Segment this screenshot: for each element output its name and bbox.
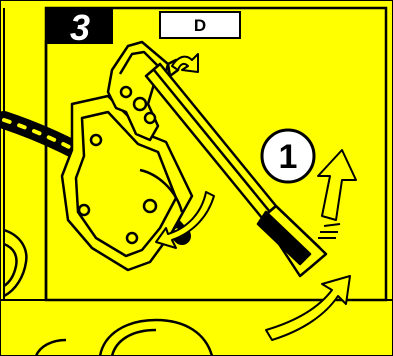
step-number: 3 (70, 7, 90, 48)
step-badge: 3 (47, 7, 113, 48)
callout-badge: 1 (262, 130, 314, 182)
view-label: D (160, 12, 240, 38)
view-letter: D (194, 16, 206, 35)
callout-number: 1 (279, 138, 298, 176)
